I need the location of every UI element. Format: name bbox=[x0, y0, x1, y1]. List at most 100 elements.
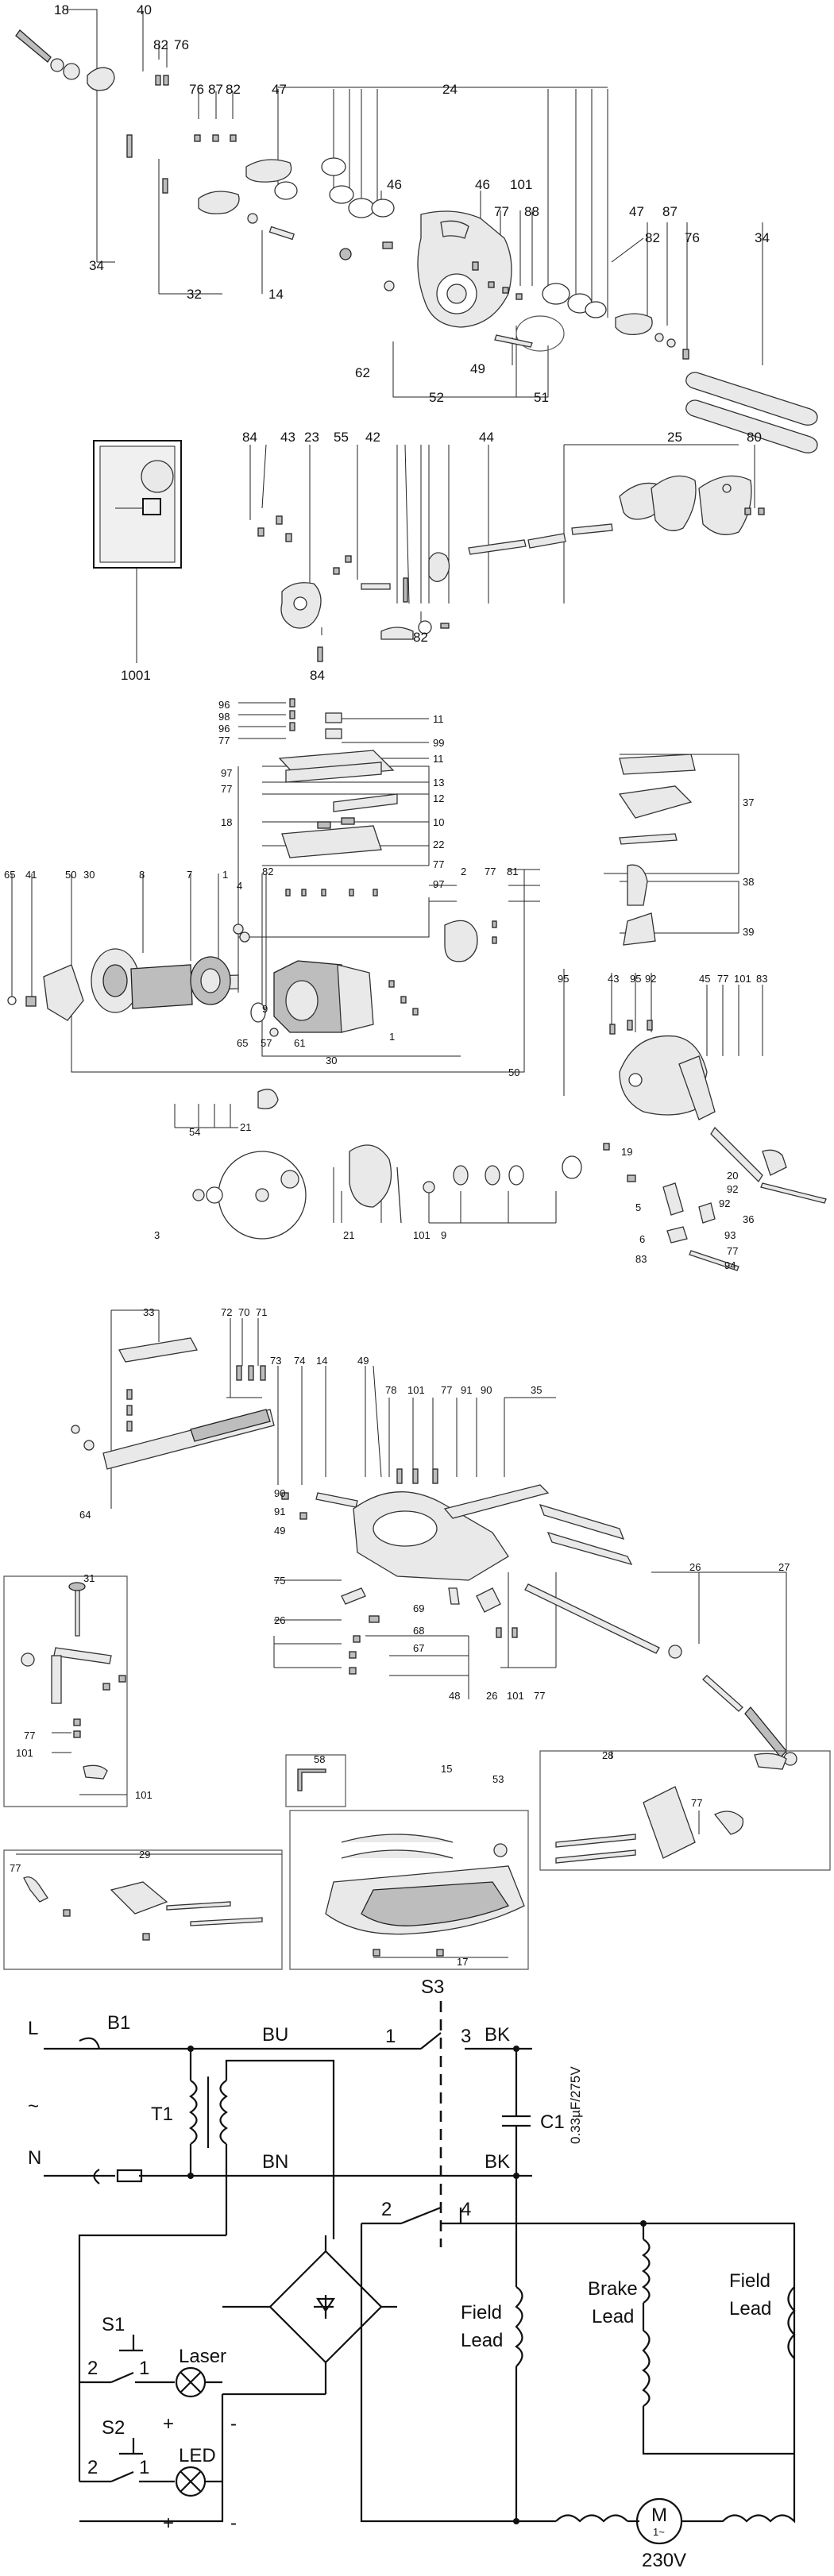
coil-1-line2: Lead bbox=[461, 2330, 503, 2351]
label-65b: 65 bbox=[237, 1037, 248, 1049]
block-5: 31 77 101 101 58 15 53 28 77 29 77 17 bbox=[3, 1572, 831, 1970]
label-90b: 90 bbox=[274, 1487, 285, 1499]
label-5: 5 bbox=[635, 1201, 641, 1213]
label-75: 75 bbox=[274, 1575, 285, 1587]
label-97: 97 bbox=[221, 767, 232, 779]
voltage-label: 230V bbox=[642, 2550, 686, 2571]
label-54: 54 bbox=[189, 1126, 200, 1138]
label-77: 77 bbox=[441, 1384, 452, 1396]
s1-t1: 1 bbox=[139, 2358, 149, 2379]
label-9b: 9 bbox=[441, 1229, 446, 1241]
label-50b: 50 bbox=[508, 1066, 519, 1078]
label-77c: 77 bbox=[433, 858, 444, 870]
label-41: 41 bbox=[25, 869, 37, 881]
label-92c: 92 bbox=[719, 1197, 730, 1209]
label-73: 73 bbox=[270, 1355, 281, 1367]
label-90: 90 bbox=[481, 1384, 492, 1396]
label-50: 50 bbox=[65, 869, 76, 881]
label-30b: 30 bbox=[326, 1055, 337, 1066]
label-101b: 101 bbox=[507, 1690, 524, 1702]
label-97b: 97 bbox=[433, 878, 444, 890]
label-101: 101 bbox=[734, 973, 751, 985]
label-88: 88 bbox=[524, 204, 539, 219]
block-3: 96 98 96 77 11 99 11 97 77 13 12 18 10 2… bbox=[4, 698, 827, 1271]
label-18: 18 bbox=[54, 2, 69, 17]
label-76: 76 bbox=[174, 37, 189, 52]
label-101b: 101 bbox=[135, 1789, 153, 1801]
label-77c: 77 bbox=[10, 1862, 21, 1874]
label-23: 23 bbox=[304, 430, 319, 445]
label-45: 45 bbox=[699, 973, 710, 985]
label-78: 78 bbox=[385, 1384, 396, 1396]
s2-t1: 1 bbox=[139, 2457, 149, 2478]
label-3: 3 bbox=[154, 1229, 160, 1241]
wire-label-BK-top: BK bbox=[485, 2024, 510, 2046]
label-77d: 77 bbox=[485, 866, 496, 877]
label-1: 1 bbox=[222, 869, 228, 881]
block-4: 33 72 70 71 73 74 14 49 78 101 77 91 90 … bbox=[71, 1306, 797, 1766]
wire-label-N: N bbox=[28, 2147, 41, 2169]
label-82: 82 bbox=[413, 630, 428, 645]
label-101: 101 bbox=[407, 1384, 425, 1396]
label-48: 48 bbox=[449, 1690, 460, 1702]
capacitor-label: C1 bbox=[540, 2111, 565, 2133]
label-28: 28 bbox=[602, 1749, 613, 1761]
motor-symbol: M bbox=[651, 2505, 667, 2526]
s1-t2: 2 bbox=[87, 2358, 98, 2379]
label-46b: 46 bbox=[475, 177, 490, 192]
block-top: 18 40 82 76 76 87 82 47 24 46 34 32 14 6… bbox=[15, 2, 818, 453]
label-93: 93 bbox=[724, 1229, 736, 1241]
coil-3-line1: Field bbox=[729, 2270, 770, 2292]
label-49b: 49 bbox=[274, 1525, 285, 1537]
label-43: 43 bbox=[608, 973, 619, 985]
label-49: 49 bbox=[470, 361, 485, 376]
label-76c: 76 bbox=[685, 230, 700, 245]
label-53: 53 bbox=[492, 1773, 504, 1785]
label-21b: 21 bbox=[343, 1229, 354, 1241]
minus-2: - bbox=[230, 2512, 237, 2534]
label-95: 95 bbox=[558, 973, 569, 985]
label-77b: 77 bbox=[534, 1690, 545, 1702]
label-82: 82 bbox=[153, 37, 168, 52]
label-1b: 1 bbox=[389, 1031, 395, 1043]
label-94: 94 bbox=[724, 1259, 736, 1271]
label-14: 14 bbox=[268, 287, 284, 302]
switch-laser-label: S1 bbox=[102, 2314, 125, 2335]
minus-1: - bbox=[230, 2413, 237, 2435]
capacitor-value: 0.33µF/275V bbox=[568, 2066, 583, 2144]
label-77e: 77 bbox=[717, 973, 728, 985]
laser-label: Laser bbox=[179, 2346, 226, 2367]
label-18: 18 bbox=[221, 816, 232, 828]
label-13: 13 bbox=[433, 777, 444, 789]
label-101b: 101 bbox=[413, 1229, 431, 1241]
label-77: 77 bbox=[24, 1730, 35, 1741]
label-30: 30 bbox=[83, 869, 95, 881]
label-58: 58 bbox=[314, 1753, 325, 1765]
label-55: 55 bbox=[334, 430, 349, 445]
label-81: 81 bbox=[507, 866, 518, 877]
label-43: 43 bbox=[280, 430, 295, 445]
label-99: 99 bbox=[433, 737, 444, 749]
label-25: 25 bbox=[667, 430, 682, 445]
label-51: 51 bbox=[534, 390, 549, 405]
label-38: 38 bbox=[743, 876, 754, 888]
label-26: 26 bbox=[274, 1614, 285, 1626]
label-2: 2 bbox=[461, 866, 466, 877]
switch-main-t3: 3 bbox=[461, 2026, 471, 2047]
transformer-label: T1 bbox=[151, 2104, 173, 2125]
label-91: 91 bbox=[461, 1384, 472, 1396]
label-96: 96 bbox=[218, 699, 230, 711]
wire-label-BN: BN bbox=[262, 2151, 288, 2173]
label-87: 87 bbox=[208, 82, 223, 97]
label-92: 92 bbox=[645, 973, 656, 985]
label-76b: 76 bbox=[189, 82, 204, 97]
coil-2-line1: Brake bbox=[588, 2278, 638, 2300]
wire-label-BK-bottom: BK bbox=[485, 2151, 510, 2173]
label-44: 44 bbox=[479, 430, 494, 445]
label-77: 77 bbox=[494, 204, 509, 219]
coil-1-line1: Field bbox=[461, 2302, 502, 2323]
label-8: 8 bbox=[139, 869, 145, 881]
label-34: 34 bbox=[89, 258, 104, 273]
coil-2-line2: Lead bbox=[592, 2306, 634, 2327]
label-70: 70 bbox=[238, 1306, 249, 1318]
